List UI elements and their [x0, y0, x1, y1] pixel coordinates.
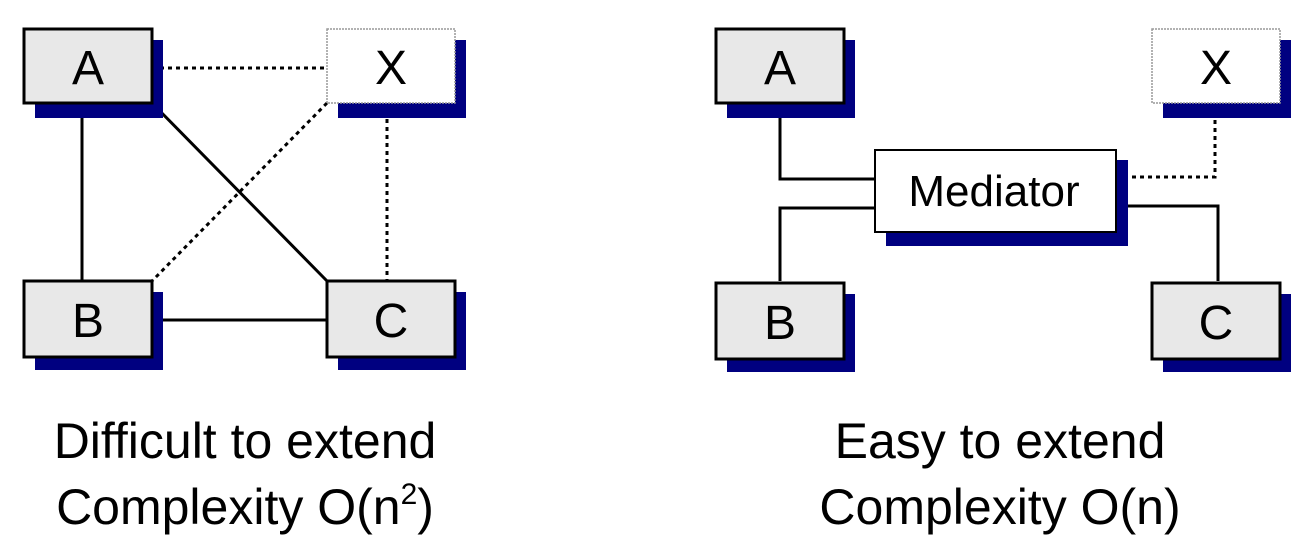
left-caption-line2-prefix: Complexity O(n [56, 479, 401, 535]
right-line-c-mediator [1116, 204, 1220, 281]
right-caption: Easy to extend Complexity O(n) [740, 408, 1260, 540]
right-node-c-label: C [1199, 297, 1234, 350]
left-caption-line2-suffix: ) [417, 479, 434, 535]
right-line-b-mediator [778, 206, 875, 281]
left-node-a: A [22, 27, 163, 118]
right-node-b-box [714, 281, 846, 361]
right-node-mediator-box [874, 149, 1117, 233]
right-caption-line2: Complexity O(n) [819, 479, 1181, 535]
right-node-a-box [714, 27, 846, 105]
left-line-x-b-dotted [150, 101, 329, 283]
left-caption-line2: Complexity O(n2) [0, 474, 505, 540]
right-diagram: A X Mediator B C [714, 27, 1291, 372]
left-node-c-label: C [374, 295, 409, 348]
left-connections [80, 66, 389, 322]
left-node-b-label: B [72, 295, 104, 348]
left-node-x-box [326, 28, 456, 104]
right-line-x-mediator-dotted [1116, 103, 1217, 179]
right-connections [778, 103, 1220, 281]
left-node-b-box [22, 279, 154, 359]
right-node-c-box [1150, 281, 1282, 361]
left-node-c-box [325, 279, 457, 359]
left-caption: Difficult to extend Complexity O(n2) [0, 408, 505, 540]
right-node-mediator-label: Mediator [908, 167, 1079, 216]
left-caption-line1: Difficult to extend [53, 413, 437, 469]
left-caption-exponent: 2 [400, 478, 418, 512]
left-node-b: B [22, 279, 163, 370]
left-node-x: X [326, 28, 466, 118]
right-node-c: C [1150, 281, 1291, 372]
left-node-a-label: A [72, 42, 104, 95]
right-node-x-box [1151, 28, 1281, 104]
right-node-x: X [1151, 28, 1291, 118]
right-node-b-label: B [764, 297, 796, 350]
right-node-mediator: Mediator [874, 149, 1128, 246]
left-node-a-box [22, 27, 154, 105]
left-node-x-label: X [375, 42, 407, 95]
left-node-c: C [325, 279, 466, 370]
right-line-a-mediator [778, 103, 875, 181]
left-line-a-c [150, 101, 329, 283]
right-node-x-label: X [1200, 42, 1232, 95]
right-node-b: B [714, 281, 855, 372]
right-caption-line1: Easy to extend [834, 413, 1166, 469]
left-diagram: A X B C [22, 27, 466, 370]
right-node-a-label: A [764, 42, 796, 95]
right-node-a: A [714, 27, 855, 118]
